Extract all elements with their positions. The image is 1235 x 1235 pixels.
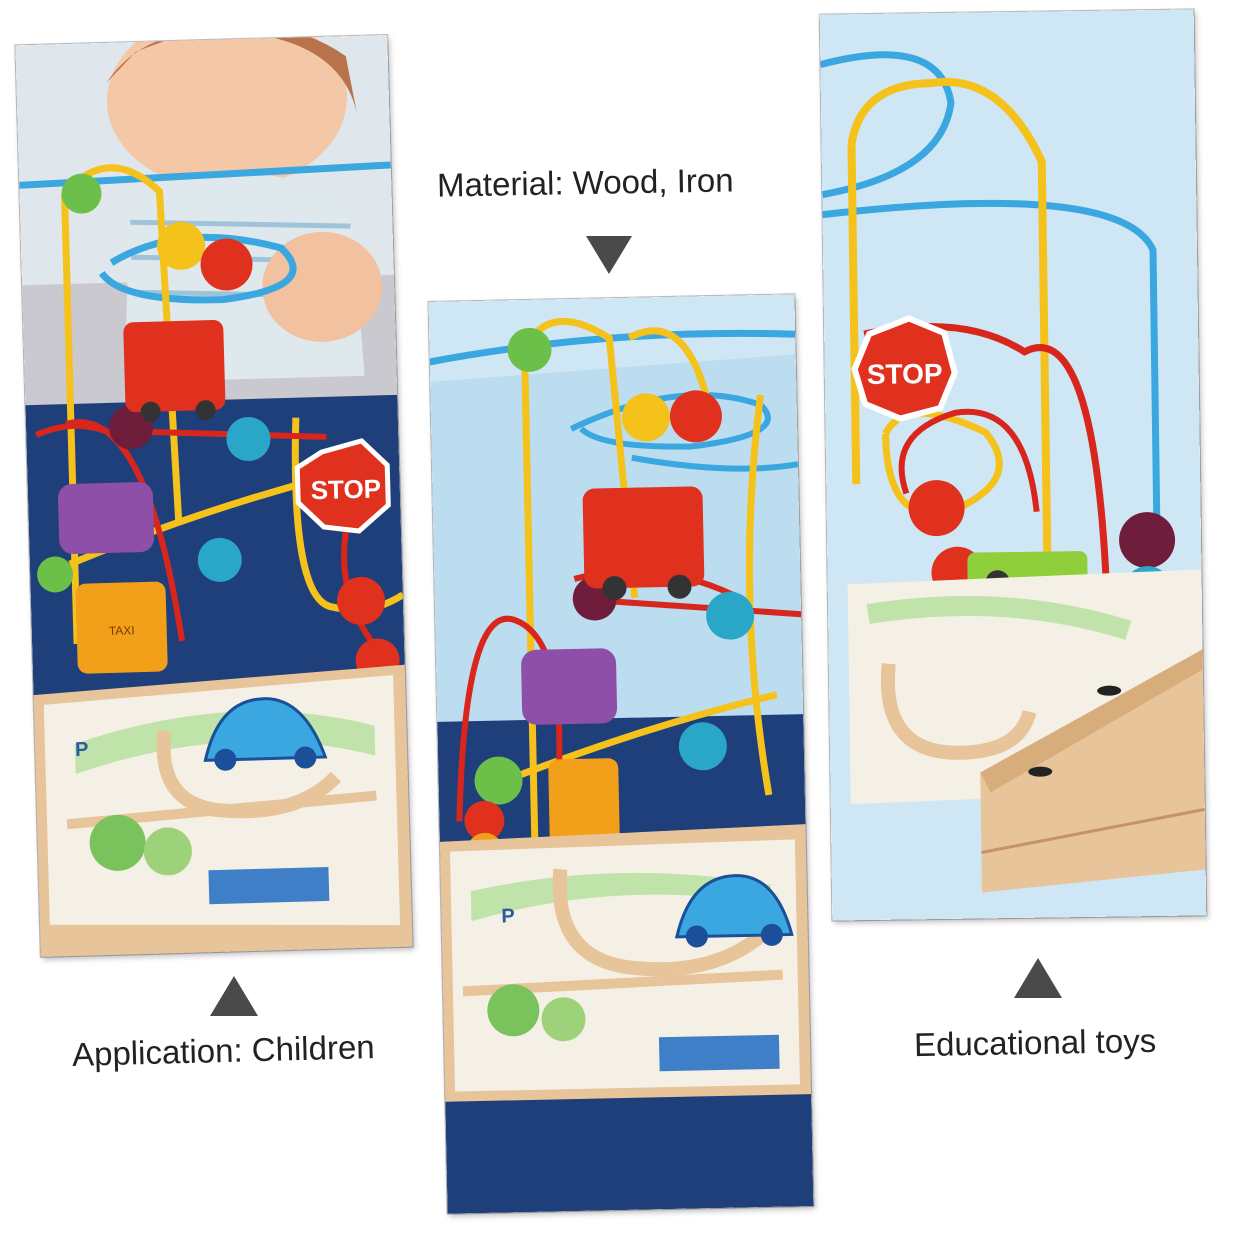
stop-sign-label: STOP [310, 473, 381, 505]
bead-maze-closeup-illustration: STOP [819, 9, 1207, 921]
parking-sign-label: P [501, 905, 515, 927]
photo-panel-toy-closeup: STOP [819, 9, 1207, 921]
taxi-label: TAXI [109, 623, 135, 638]
parking-sign-label: P [75, 739, 89, 761]
material-caption: Material: Wood, Iron [436, 161, 734, 204]
application-caption: Application: Children [71, 1028, 376, 1073]
photo-panel-toy-front: P [428, 294, 814, 1214]
photo-panel-child: TAXI STOP P [15, 34, 413, 958]
stop-sign-label: STOP [867, 358, 943, 390]
bead-maze-front-illustration: P [428, 294, 814, 1214]
triangle-up-icon [210, 976, 258, 1016]
educational-caption: Educational toys [913, 1021, 1157, 1064]
triangle-up-icon [1014, 958, 1062, 998]
triangle-down-icon [586, 236, 632, 274]
child-with-toy-illustration: TAXI STOP P [15, 34, 413, 958]
